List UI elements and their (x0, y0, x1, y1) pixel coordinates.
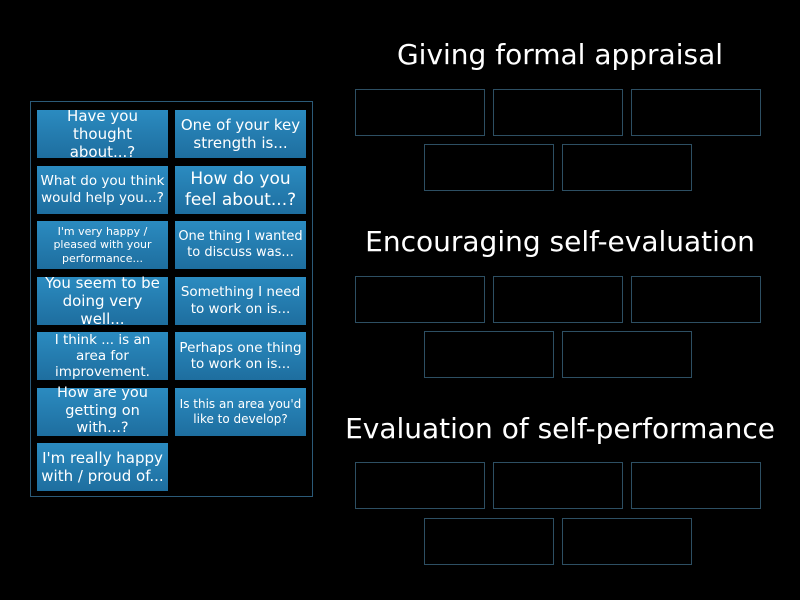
draggable-answer-tile[interactable]: Is this an area you'd like to develop? (175, 387, 306, 436)
draggable-answer-tile[interactable]: What do you think would help you...? (37, 165, 168, 214)
draggable-answer-tile[interactable]: One of your key strength is... (175, 110, 306, 158)
drop-slot[interactable] (631, 276, 761, 323)
drop-slot[interactable] (562, 144, 692, 191)
draggable-answer-tile[interactable]: I think ... is an area for improvement. (37, 332, 168, 380)
draggable-answer-tile[interactable]: Have you thought about...? (37, 107, 168, 161)
drop-slot[interactable] (562, 518, 692, 565)
draggable-answer-tile[interactable]: How do you feel about...? (175, 165, 306, 214)
draggable-answer-tile[interactable]: I'm really happy with / proud of... (37, 443, 168, 491)
group-title: Encouraging self-evaluation (365, 225, 755, 258)
draggable-answer-tile[interactable]: You seem to be doing very well... (37, 274, 168, 328)
draggable-answer-tile[interactable]: One thing I wanted to discuss was... (175, 221, 306, 269)
drop-slot[interactable] (355, 462, 485, 509)
drop-slot[interactable] (424, 144, 554, 191)
drop-slot[interactable] (631, 462, 761, 509)
draggable-answer-tile[interactable]: Perhaps one thing to work on is... (175, 332, 306, 380)
group-title: Evaluation of self-performance (345, 412, 775, 445)
draggable-answer-tile[interactable]: Something I need to work on is... (175, 276, 306, 325)
draggable-answer-tile[interactable]: I'm very happy / pleased with your perfo… (37, 221, 168, 269)
draggable-answer-tile[interactable]: How are you getting on with...? (37, 385, 168, 436)
drop-slot[interactable] (493, 276, 623, 323)
drop-slot[interactable] (424, 518, 554, 565)
drop-slot[interactable] (562, 331, 692, 378)
answer-bank (30, 101, 313, 497)
group-title: Giving formal appraisal (396, 38, 724, 71)
drop-slot[interactable] (631, 89, 761, 136)
drop-slot[interactable] (355, 89, 485, 136)
drop-slot[interactable] (493, 462, 623, 509)
drop-slot[interactable] (355, 276, 485, 323)
drop-slot[interactable] (424, 331, 554, 378)
drop-slot[interactable] (493, 89, 623, 136)
